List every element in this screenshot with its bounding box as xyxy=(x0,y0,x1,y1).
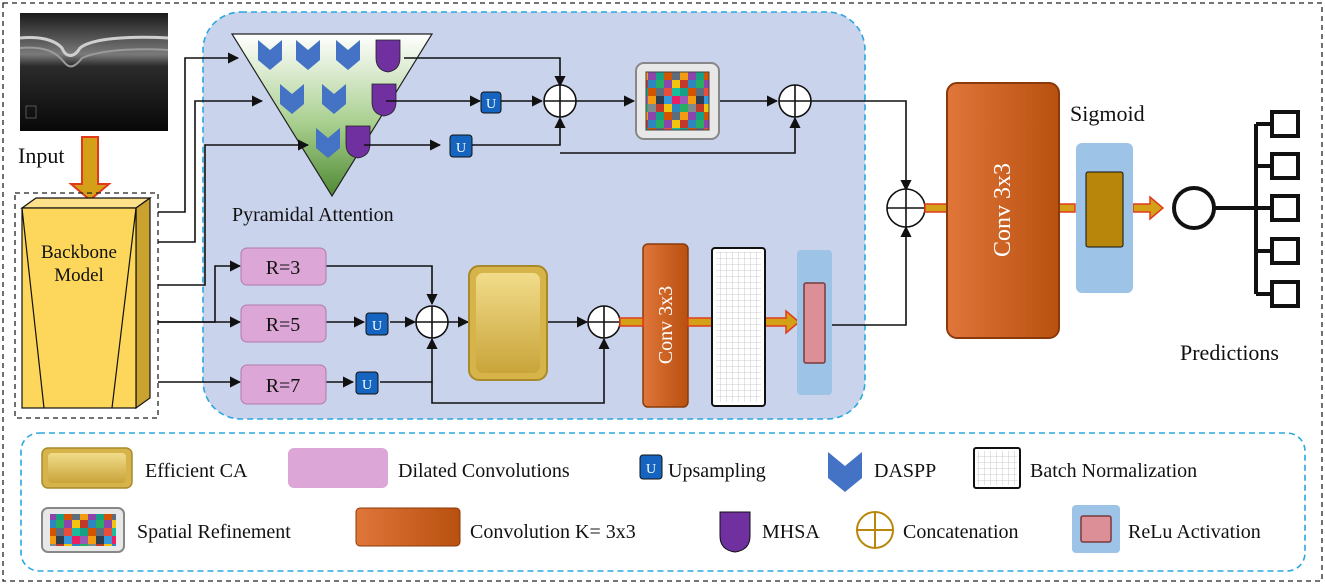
svg-text:U: U xyxy=(362,378,372,393)
svg-text:ReLu Activation: ReLu Activation xyxy=(1128,521,1261,543)
dilated-conv-r5: R=5 xyxy=(240,304,327,343)
legend-convolution: Convolution K= 3x3 xyxy=(355,507,636,547)
sigmoid-block xyxy=(1076,143,1133,293)
legend-relu: ReLu Activation xyxy=(1072,505,1261,553)
svg-text:DASPP: DASPP xyxy=(874,460,936,482)
svg-text:Upsampling: Upsampling xyxy=(668,460,766,482)
legend-concatenation: Concatenation xyxy=(856,511,1019,549)
svg-text:R=3: R=3 xyxy=(266,257,301,279)
final-thick-arrows xyxy=(924,195,1165,221)
upsample-mid: U xyxy=(449,134,473,158)
svg-text:Efficient CA: Efficient CA xyxy=(145,460,248,482)
oct-input-image xyxy=(19,13,169,131)
predictions-tree-icon xyxy=(1172,110,1300,308)
backbone-label-1: Backbone xyxy=(41,242,117,263)
upsample-r5: U xyxy=(365,312,389,336)
svg-text:R=5: R=5 xyxy=(266,314,301,336)
svg-text:Spatial Refinement: Spatial Refinement xyxy=(137,521,291,543)
upsample-r7: U xyxy=(355,371,379,395)
conv-large-block: Conv 3x3 xyxy=(946,82,1060,339)
efficient-ca-block xyxy=(468,265,548,381)
lower-thick-arrows xyxy=(619,309,801,335)
legend-dilated-conv: Dilated Convolutions xyxy=(288,448,570,488)
relu-activation-block xyxy=(797,250,832,395)
dilated-conv-r7: R=7 xyxy=(240,364,327,405)
svg-text:Convolution K= 3x3: Convolution K= 3x3 xyxy=(470,521,636,543)
svg-text:Conv 3x3: Conv 3x3 xyxy=(655,286,677,364)
svg-text:Conv 3x3: Conv 3x3 xyxy=(990,163,1016,257)
connectors xyxy=(158,52,912,404)
predictions-label: Predictions xyxy=(1180,340,1279,365)
conv-small-block: Conv 3x3 xyxy=(642,243,689,408)
spatial-refinement-block xyxy=(635,62,720,140)
svg-text:MHSA: MHSA xyxy=(762,521,820,543)
mhsa-icons xyxy=(345,39,401,159)
pyramidal-attention-label: Pyramidal Attention xyxy=(232,204,394,226)
daspp-icons xyxy=(258,40,360,158)
upsample-top: U xyxy=(480,91,502,114)
input-label: Input xyxy=(18,143,64,168)
legend-efficient-ca: Efficient CA xyxy=(41,447,248,489)
svg-text:Batch Normalization: Batch Normalization xyxy=(1030,460,1197,482)
svg-text:Concatenation: Concatenation xyxy=(903,521,1019,543)
legend-daspp: DASPP xyxy=(828,452,936,492)
input-arrow xyxy=(68,136,112,202)
svg-text:U: U xyxy=(456,141,466,156)
svg-text:Dilated Convolutions: Dilated Convolutions xyxy=(398,460,570,482)
svg-text:R=7: R=7 xyxy=(266,375,301,397)
legend-batch-norm: Batch Normalization xyxy=(973,447,1197,489)
batch-norm-block xyxy=(711,247,766,407)
sigmoid-label: Sigmoid xyxy=(1070,101,1145,126)
legend-upsampling: U Upsampling xyxy=(639,454,766,482)
legend-mhsa: MHSA xyxy=(719,511,820,553)
svg-text:U: U xyxy=(646,462,656,477)
backbone-block xyxy=(20,196,152,410)
svg-text:U: U xyxy=(372,319,382,334)
backbone-frame xyxy=(14,192,159,419)
dilated-conv-r3: R=3 xyxy=(240,247,327,286)
legend-spatial-refinement: Spatial Refinement xyxy=(41,507,291,553)
svg-text:U: U xyxy=(486,97,496,112)
backbone-label-2: Model xyxy=(54,265,104,286)
